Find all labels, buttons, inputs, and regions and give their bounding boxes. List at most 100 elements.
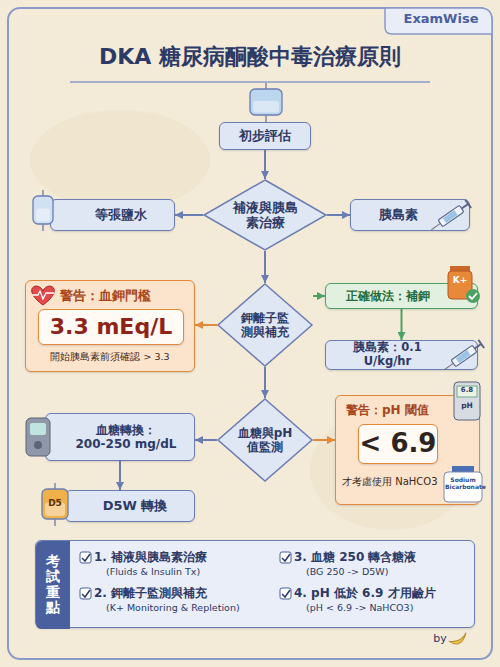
node-label: 警告：pH 閾值 [346,403,429,417]
flow-arrow [313,439,335,441]
saline-bag-icon [33,196,53,224]
checkbox-icon [80,588,91,599]
action-box: 正確做法：補鉀K+ [325,283,478,309]
icon-label: Sodium Bicarbonate [445,477,481,490]
banana-icon [448,633,468,647]
ph-meter-icon [457,386,477,397]
node-detail: (K+ Monitoring & Repletion) [106,602,240,613]
glucose-box: 血糖轉換：200-250 mg/dL [45,413,195,461]
flow-arrow [119,461,121,490]
node-detail: 1. 補液與胰島素治療 [94,550,207,564]
glucometer-icon [34,441,42,449]
flow-arrow [195,439,217,441]
node-detail: 200-250 mg/dL [76,437,177,451]
potassium-bottle-icon [448,271,472,299]
checkbox-icon [282,590,290,597]
icon-label: pH [454,402,480,410]
node-detail: 3. 血糖 250 轉含糖液 [294,550,417,564]
treatment-box: 等張鹽水 [50,199,175,231]
checkbox-icon [82,590,90,597]
node-label: 胰島素：0.1 U/kg/hr [330,341,445,369]
treatment-box: D5W 轉換D5 [65,490,195,522]
icon-label: D5 [42,499,68,509]
node-detail: 開始胰島素前須確認 > 3.3 [30,351,190,362]
syringe-icon [431,223,440,229]
syringe-icon [441,340,484,374]
node-label: 血糖轉換： [96,423,156,437]
banana-icon [448,633,468,647]
node-detail: 4. pH 低於 6.9 才用鹼片 [294,586,436,600]
brand-name: ExamWise [398,12,484,26]
checkbox-icon [80,552,91,563]
warning-box: 警告：pH 閾值才考慮使用 NaHCO3< 6.96.8pHSodium Bic… [335,395,480,505]
d5w-bag-icon [54,483,56,489]
node-label: D5W 轉換 [103,498,168,514]
iv-bag-icon [253,101,279,113]
node-label: < 6.9 [360,428,437,459]
ph-meter-icon [454,382,480,420]
syringe-icon [478,340,484,348]
panel-band [36,541,70,629]
flow-arrow [313,295,325,297]
decision-diamond: 血糖與pH值監測 [217,398,313,482]
title: DKA 糖尿病酮酸中毒治療原則 [20,44,480,70]
potassium-bottle-icon [469,293,477,299]
d5w-bag-icon [54,519,56,526]
node-label: 鉀離子監測與補充 [238,311,292,340]
node-detail: 2. 鉀離子監測與補充 [94,586,207,600]
node-label: 正確做法：補鉀 [346,289,430,303]
warning-box: 警告：血鉀門檻開始胰島素前須確認 > 3.33.3 mEq/L [25,280,195,372]
icon-label: K+ [448,276,472,286]
syringe-icon [428,200,471,234]
dose-box: 胰島素：0.1 U/kg/hr [325,340,478,370]
node-detail: (Fluids & Insulin Tx) [106,566,200,577]
node-label: 等張鹽水 [95,207,147,223]
icon-label: 6.8 [457,387,477,395]
decision-diamond: 鉀離子監測與補充 [217,283,313,367]
glucometer-icon [26,418,50,456]
d5w-bag-icon [42,483,68,526]
flow-arrow [264,367,266,398]
treatment-box: 胰島素 [350,199,470,231]
flow-arrow [327,214,350,216]
syringe-icon [465,200,471,208]
syringe-icon [438,205,464,226]
bicarbonate-bottle-icon [444,466,482,502]
panel-band [36,541,291,629]
threshold-box: < 6.9 [358,424,438,464]
iv-bag-icon [265,115,267,122]
flow-arrow [195,324,217,326]
saline-bag-icon [33,190,53,231]
potassium-bottle-icon [448,266,480,303]
flow-arrow [175,214,203,216]
saline-bag-icon [42,224,44,231]
syringe-icon [443,210,458,223]
glucometer-icon [26,418,50,456]
start-box: 初步評估 [219,122,311,150]
node-label: 胰島素 [379,207,418,223]
credit-text: by [430,633,450,645]
heart-icon [32,286,55,305]
saline-bag-icon [42,190,44,196]
diamond-shape [204,180,326,250]
node-label: 3.3 mEq/L [50,314,172,340]
node-label: 考試重點 [46,554,60,616]
flow-arrow [401,309,403,340]
heart-icon [32,291,54,299]
ph-meter-icon [454,382,480,420]
iv-bag-icon [250,89,282,115]
potassium-bottle-icon [466,289,480,303]
node-label: 補液與胰島素治療 [230,200,300,230]
syringe-icon [462,204,469,209]
checkbox-icon [82,554,90,561]
node-detail: 才考慮使用 NaHCO3 [342,476,442,488]
decision-diamond: 補液與胰島素治療 [203,179,327,251]
syringe-icon [456,350,471,363]
title-underline [70,81,430,83]
bicarbonate-bottle-icon [444,472,482,502]
saline-bag-icon [36,209,50,222]
checkbox-icon [282,554,290,561]
node-label: 血糖與pH值監測 [237,426,293,455]
diamond-shape [218,284,312,366]
